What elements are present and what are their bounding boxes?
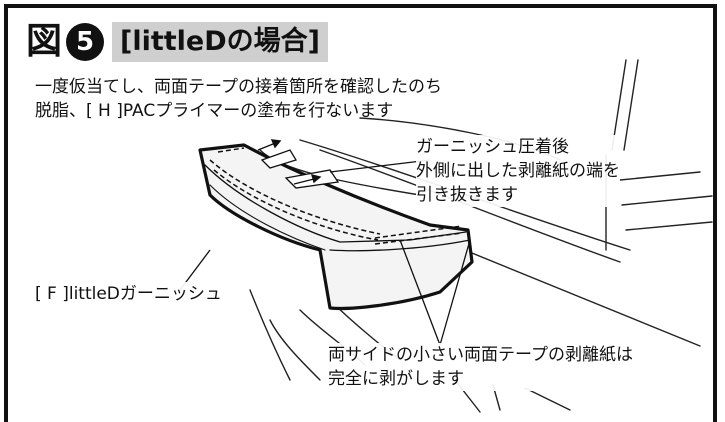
release-paper-tab — [260, 149, 297, 169]
sides-line: 両サイドの小さい両面テープの剥離紙は — [328, 345, 633, 365]
figure-heading: 図 5 [littleDの場合] — [26, 20, 328, 64]
tape-strip-left — [217, 147, 245, 153]
intro-line: 脱脂、[ H ]PACプライマーの塗布を行ないます — [35, 101, 394, 121]
body-line — [625, 221, 713, 231]
figure-mark: 図 — [26, 21, 63, 62]
garnish-edge — [204, 164, 467, 243]
garnish-edge — [329, 239, 471, 252]
body-line — [619, 171, 701, 181]
intro-text: 一度仮当てし、両面テープの接着箇所を確認したのち 脱脂、[ H ]PACプライマ… — [35, 75, 442, 123]
intro-line: 一度仮当てし、両面テープの接着箇所を確認したのち — [35, 77, 442, 97]
body-line — [439, 239, 701, 347]
leader-line — [439, 239, 471, 346]
body-line — [319, 149, 621, 263]
step-line: 引き抜きます — [416, 185, 518, 205]
figure-title: [littleDの場合] — [112, 22, 328, 62]
step-line: ガーニッシュ圧着後 — [416, 137, 569, 157]
figure-number-badge: 5 — [66, 23, 105, 61]
step-line: 外側に出した剥離紙の端を — [416, 161, 620, 181]
figure-frame — [4, 4, 717, 422]
body-line — [524, 387, 571, 411]
body-line — [249, 289, 291, 381]
sides-line: 完全に剥がします — [328, 369, 464, 389]
tape-strip — [209, 159, 381, 235]
sides-callout: 両サイドの小さい両面テープの剥離紙は 完全に剥がします — [328, 343, 633, 391]
leader-line — [329, 159, 431, 173]
body-line — [623, 59, 639, 151]
tape-strip-right — [374, 225, 463, 239]
leader-line — [399, 239, 441, 346]
body-line — [621, 195, 713, 206]
arrow-head — [270, 139, 282, 149]
tape-strip-right — [374, 232, 463, 245]
arrow-head — [310, 174, 322, 184]
step-callout: ガーニッシュ圧着後 外側に出した剥離紙の端を 引き抜きます — [416, 135, 620, 207]
garnish-edge — [209, 184, 326, 251]
part-label: [ F ]littleDガーニッシュ — [35, 282, 222, 306]
tape-strip — [213, 169, 379, 241]
body-line — [269, 319, 321, 381]
